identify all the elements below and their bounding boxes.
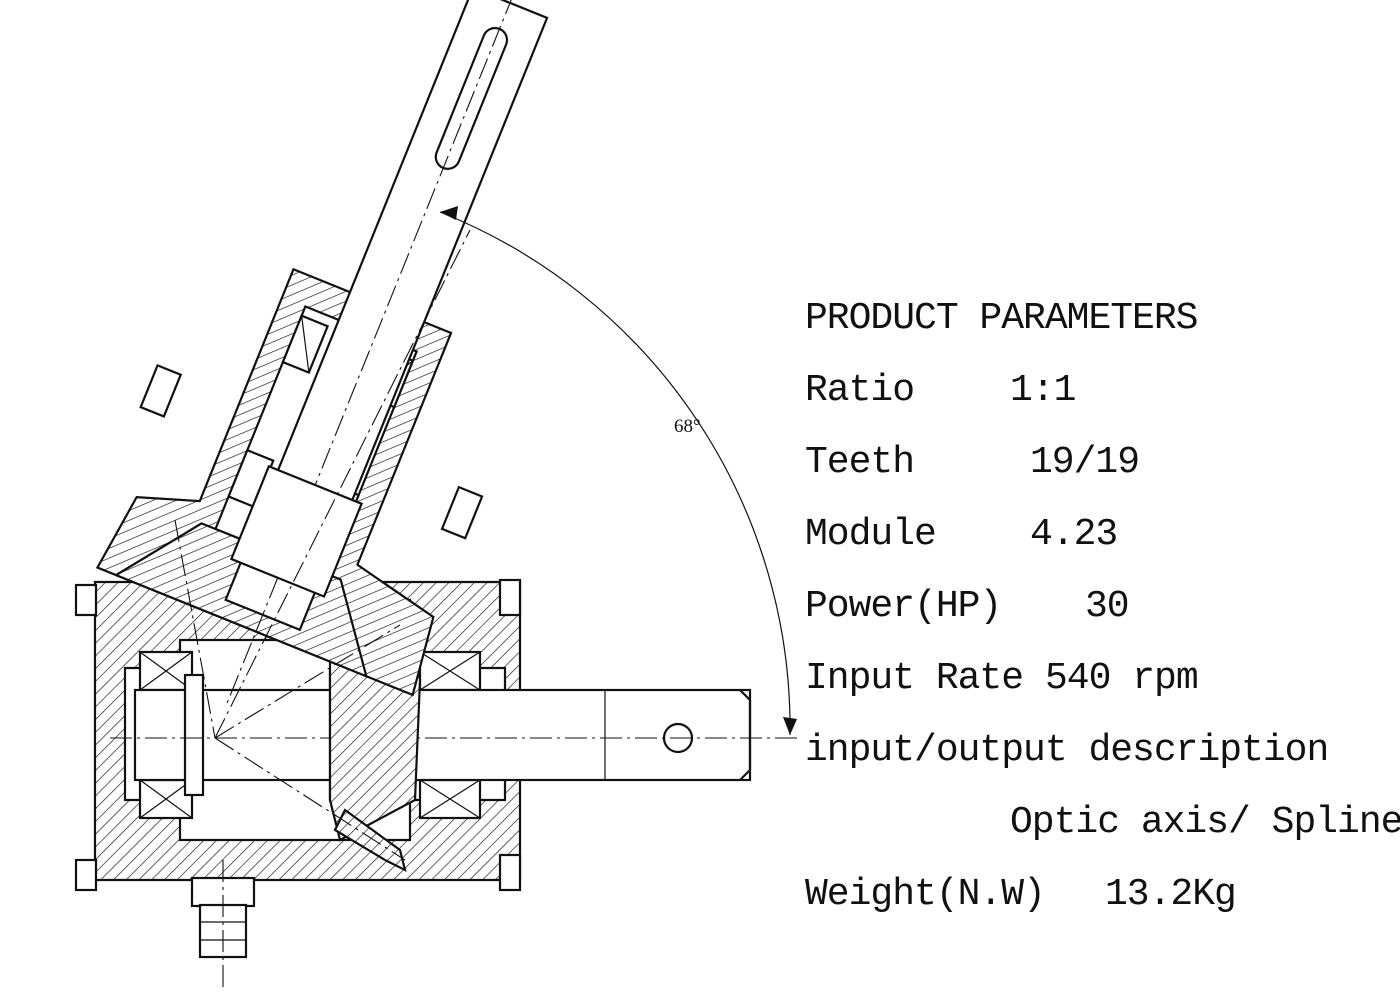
io-description-value-row: Optic axis/ Spline (805, 787, 1400, 859)
horizontal-bearings (138, 650, 482, 820)
output-shaft (110, 670, 800, 802)
parameters-heading: PRODUCT PARAMETERS (805, 297, 1198, 340)
teeth-value: 19/19 (1030, 441, 1140, 484)
ratio-value: 1:1 (1010, 369, 1076, 412)
module-value: 4.23 (1030, 513, 1118, 556)
module-label: Module (805, 513, 937, 556)
power-row: Power(HP) 30 (805, 571, 1385, 643)
io-description-label: input/output description (805, 729, 1329, 772)
angle-dimension: 68° (439, 206, 797, 736)
input-rate-label: Input Rate (805, 657, 1024, 700)
teeth-label: Teeth (805, 441, 915, 484)
input-rate-row: Input Rate 540 rpm (805, 643, 1385, 715)
product-parameters: PRODUCT PARAMETERS Ratio 1:1 Teeth 19/19… (805, 283, 1400, 931)
teeth-row: Teeth 19/19 (805, 427, 1385, 499)
ratio-label: Ratio (805, 369, 915, 412)
weight-label: Weight(N.W) (805, 873, 1046, 916)
center-lines (174, 229, 471, 861)
io-description-value: Optic axis/ Spline (1010, 801, 1400, 844)
weight-row: Weight(N.W) 13.2Kg (805, 859, 1385, 931)
input-shaft (224, 0, 549, 708)
power-value: 30 (1085, 585, 1130, 628)
io-description-row: input/output description (805, 715, 1385, 787)
module-row: Module 4.23 (805, 499, 1385, 571)
weight-value: 13.2Kg (1105, 873, 1237, 916)
ratio-row: Ratio 1:1 (805, 355, 1385, 427)
power-label: Power(HP) (805, 585, 1002, 628)
input-rate-value: 540 rpm (1045, 657, 1199, 700)
angle-label: 68° (674, 416, 701, 437)
